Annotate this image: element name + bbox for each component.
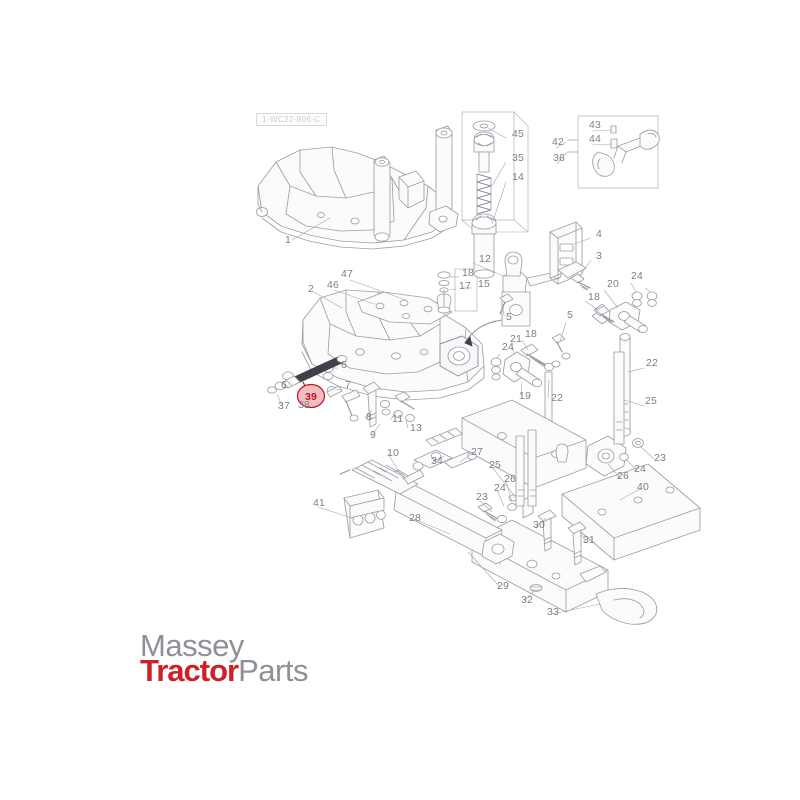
part-42-36-tie-rod <box>567 139 579 153</box>
callout-12: 12 <box>479 253 491 265</box>
callout-33: 33 <box>547 606 559 618</box>
part-17-18-pin-stack <box>436 271 452 317</box>
callout-23: 23 <box>476 491 488 503</box>
callout-41: 41 <box>313 497 325 509</box>
callout-15: 15 <box>478 278 490 290</box>
part-45-washer <box>472 120 496 132</box>
callout-30: 30 <box>533 519 545 531</box>
callout-11: 11 <box>392 413 403 425</box>
part-24-19-washers-right <box>631 291 658 307</box>
part-43-44-hook-assembly <box>592 125 660 177</box>
inset-pin-stack-box <box>454 268 478 312</box>
part-20-lever <box>591 301 648 334</box>
callout-27: 27 <box>471 446 483 458</box>
watermark-tractor: Tractor <box>140 653 239 688</box>
part-30-bolt <box>537 509 557 552</box>
leader-lines <box>276 127 655 615</box>
callout-14: 14 <box>512 171 524 183</box>
part-40-right-bar <box>561 463 701 561</box>
callout-13: 13 <box>410 422 422 434</box>
callout-22: 22 <box>646 357 658 369</box>
callout-37: 37 <box>278 400 290 412</box>
callout-25: 25 <box>489 459 501 471</box>
watermark: Massey TractorParts <box>140 630 308 686</box>
part-31-bolt <box>567 521 587 566</box>
callout-6: 6 <box>281 379 287 391</box>
callout-24: 24 <box>634 463 646 475</box>
callout-46: 46 <box>327 279 339 291</box>
part-4-plate-bracket <box>549 221 587 285</box>
part-3-bolt <box>570 273 591 291</box>
callout-28: 28 <box>409 512 421 524</box>
callout-26: 26 <box>617 470 629 482</box>
part-46-47-top-plate <box>357 291 453 325</box>
callout-19: 19 <box>519 390 531 402</box>
callout-40: 40 <box>637 481 649 493</box>
part-33-hook-end <box>595 588 658 625</box>
part-18-right-bolt <box>595 305 615 324</box>
part-code-label: 1-WC22-806-C <box>256 113 327 126</box>
callout-25: 25 <box>645 395 657 407</box>
callout-38: 38 <box>298 399 310 411</box>
part-21-lever <box>502 351 543 388</box>
part-18-centre-bolt <box>520 343 555 372</box>
callout-24: 24 <box>631 270 643 282</box>
callout-43: 43 <box>589 119 601 131</box>
callout-31: 31 <box>583 534 595 546</box>
callout-45: 45 <box>512 128 524 140</box>
callout-34: 34 <box>431 455 443 467</box>
callout-24: 24 <box>502 341 514 353</box>
part-23-24-right-washers <box>619 438 644 462</box>
callout-23: 23 <box>654 452 666 464</box>
part-14-cup <box>471 213 497 279</box>
callout-7: 7 <box>345 379 351 391</box>
part-26-lever-right <box>585 435 627 477</box>
callout-8: 8 <box>366 411 372 423</box>
watermark-line-2: TractorParts <box>140 655 308 686</box>
callout-24: 24 <box>494 482 506 494</box>
callout-18: 18 <box>588 291 600 303</box>
watermark-line-1: Massey <box>140 630 308 661</box>
callout-17: 17 <box>459 280 471 292</box>
callout-21: 21 <box>510 333 522 345</box>
callout-6: 6 <box>341 359 347 371</box>
callout-1: 1 <box>285 234 291 246</box>
part-32-pin <box>529 584 543 592</box>
part-41-block <box>343 489 386 539</box>
callout-highlighted-39: 39 <box>305 391 317 403</box>
watermark-parts: Parts <box>238 653 308 688</box>
callout-22: 22 <box>551 392 563 404</box>
part-38-39-lift-rod-pin <box>267 355 348 394</box>
callout-5: 5 <box>506 311 512 323</box>
callout-18: 18 <box>462 267 474 279</box>
callout-5: 5 <box>567 309 573 321</box>
part-25-mid-rods <box>515 429 537 507</box>
callout-35: 35 <box>512 152 524 164</box>
part-34-screw-rod <box>351 427 477 495</box>
watermark-massey: Massey <box>140 628 244 663</box>
callout-32: 32 <box>521 594 533 606</box>
callout-42: 42 <box>552 136 564 148</box>
callout-2: 2 <box>308 283 314 295</box>
part-45-plunger-head <box>473 131 495 173</box>
callout-10: 10 <box>387 447 399 459</box>
callout-3: 3 <box>596 250 602 262</box>
part-24-washers-centre <box>490 357 502 381</box>
callout-9: 9 <box>370 429 376 441</box>
callout-20: 20 <box>607 278 619 290</box>
callout-18: 18 <box>525 328 537 340</box>
callout-36: 36 <box>553 152 565 164</box>
part-35-spring <box>476 173 492 215</box>
part-25-right-rod <box>613 351 625 445</box>
part-upper-link-rods <box>373 125 459 242</box>
callout-29: 29 <box>497 580 509 592</box>
callout-47: 47 <box>341 268 353 280</box>
callout-44: 44 <box>589 133 601 145</box>
callout-26: 26 <box>504 473 516 485</box>
callout-4: 4 <box>596 228 602 240</box>
part-10-spring-link <box>339 469 425 485</box>
